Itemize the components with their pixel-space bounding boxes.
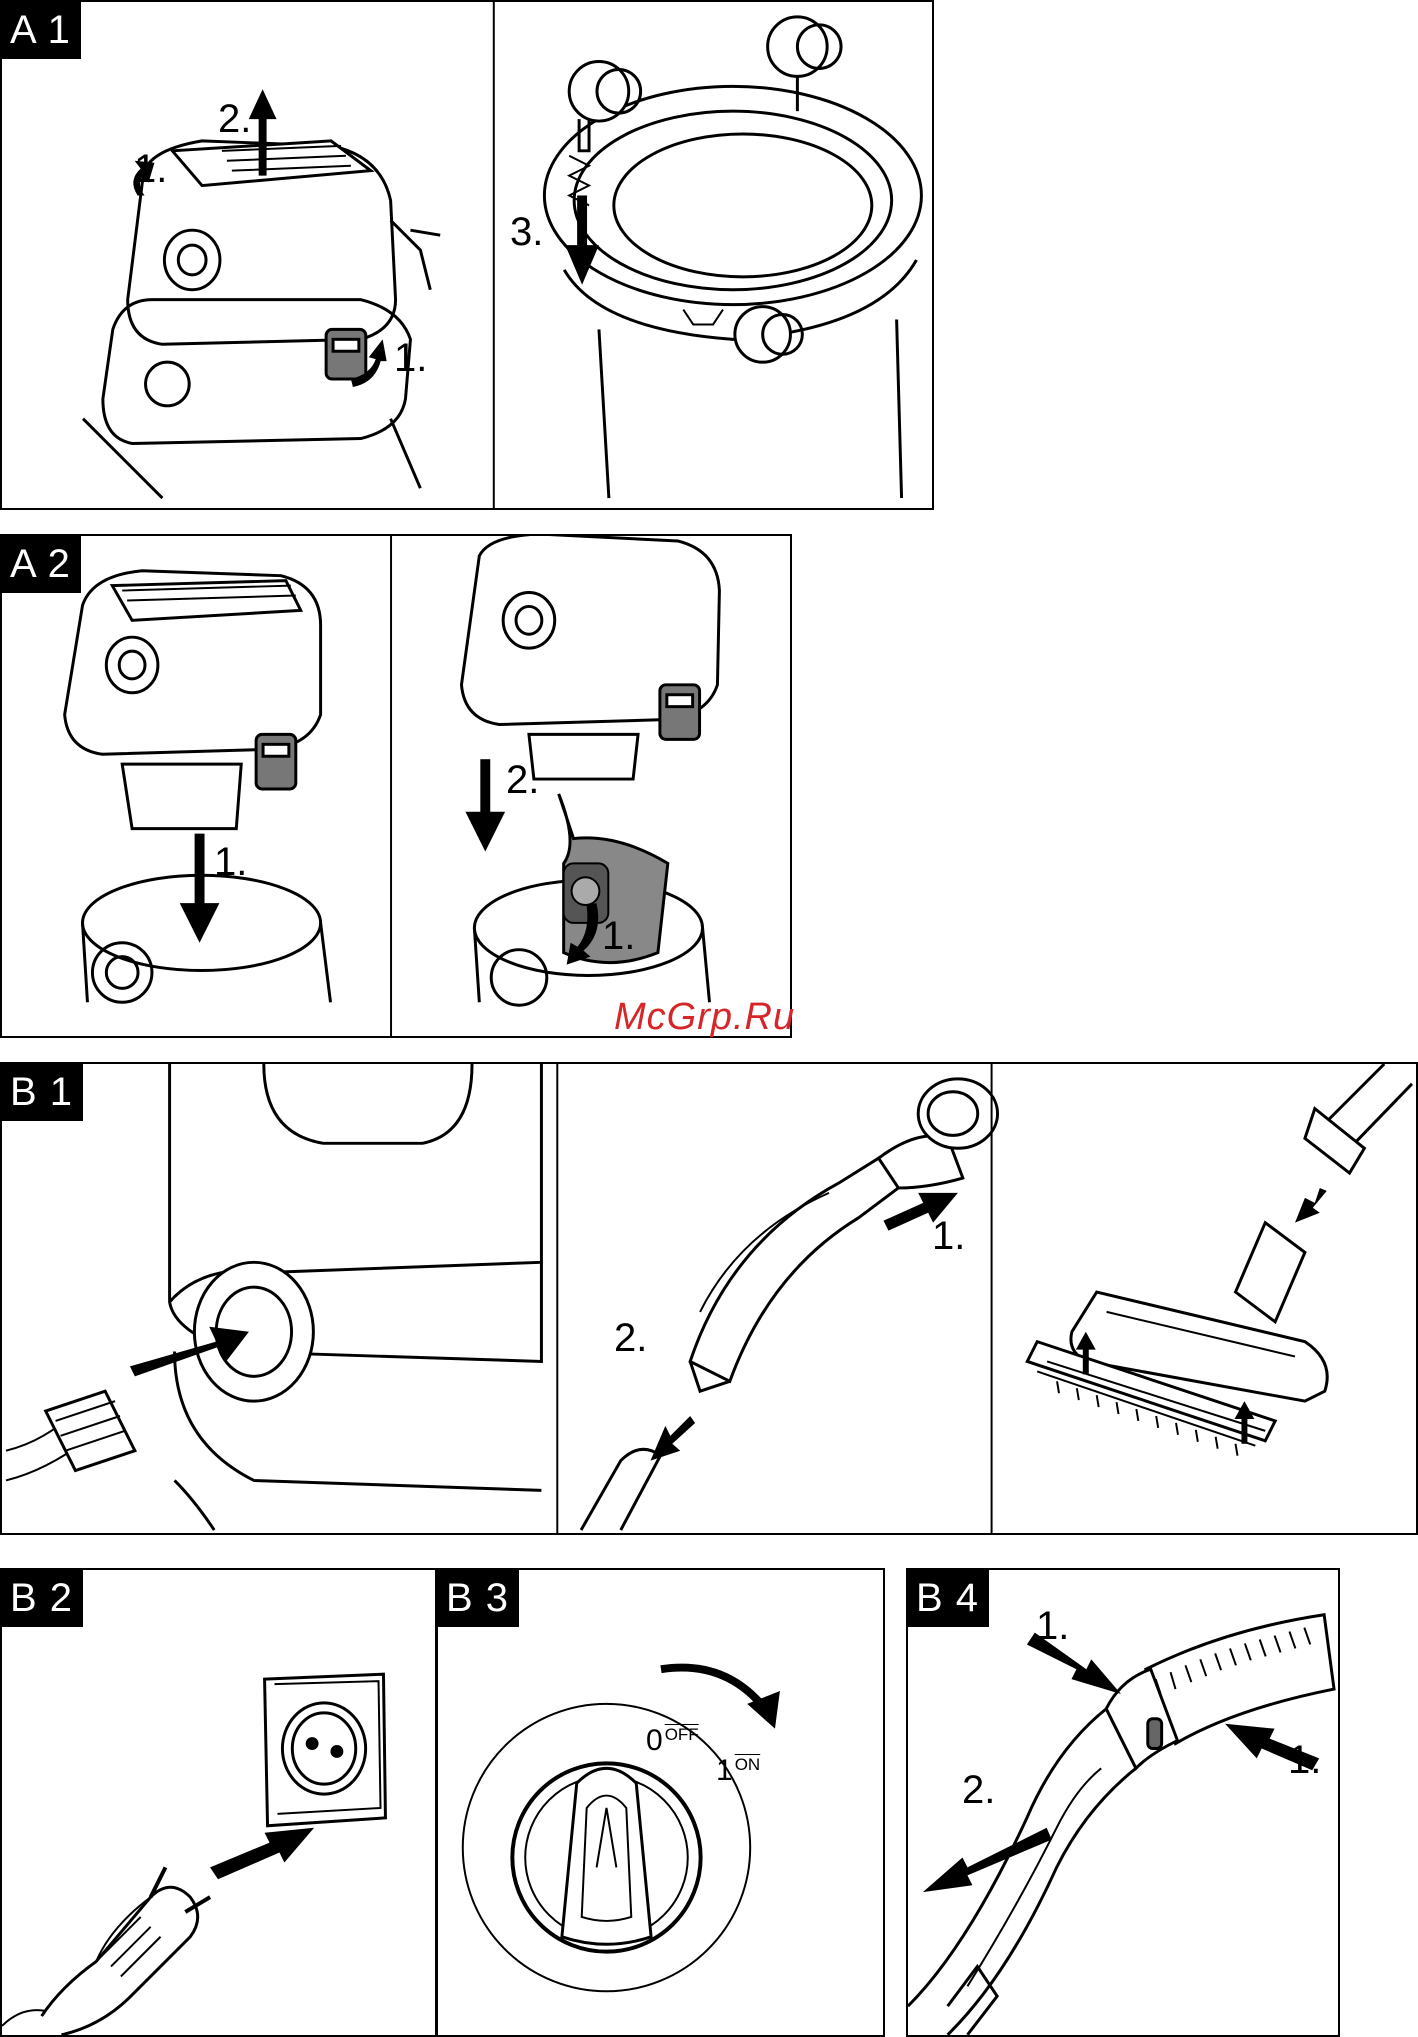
step-label: 1.: [1288, 1740, 1321, 1780]
panel-b2: B 2: [0, 1568, 437, 2037]
panel-tag: B 4: [908, 1570, 989, 1627]
step-label: 1.: [602, 916, 635, 956]
panel-a2: A 2: [0, 534, 792, 1038]
panel-b4: B 4 1. 1. 2.: [906, 1568, 1340, 2037]
off-text: OFF: [665, 1725, 699, 1744]
step-label: 1.: [932, 1216, 965, 1256]
panel-b1: B 1: [0, 1062, 1418, 1535]
step-label: 2.: [218, 99, 251, 139]
panel-tag: B 1: [2, 1064, 83, 1121]
illustration-vacuum-head-unlock: [2, 2, 932, 508]
illustration-power-knob: [438, 1570, 883, 2035]
step-label: 1.: [1036, 1606, 1069, 1646]
on-text: ON: [735, 1755, 761, 1774]
panel-tag: A 1: [2, 2, 81, 59]
off-number: 0: [646, 1724, 663, 1757]
panel-tag: B 2: [2, 1570, 83, 1627]
step-label: 3.: [510, 212, 543, 252]
step-label: 2.: [962, 1770, 995, 1810]
watermark: McGrp.Ru: [614, 996, 795, 1039]
step-label: 1.: [394, 338, 427, 378]
panel-a1: A 1: [0, 0, 934, 510]
on-number: 1: [716, 1754, 733, 1787]
step-label: 2.: [614, 1318, 647, 1358]
step-label: 2.: [506, 760, 539, 800]
step-label: 1.: [214, 842, 247, 882]
illustration-hose-accessories: [2, 1064, 1416, 1533]
step-label: 1.: [134, 149, 167, 189]
illustration-filter-bag-insert: [2, 536, 790, 1036]
panel-tag: B 3: [438, 1570, 519, 1627]
illustration-plug-socket: [2, 1570, 435, 2035]
panel-tag: A 2: [2, 536, 81, 593]
